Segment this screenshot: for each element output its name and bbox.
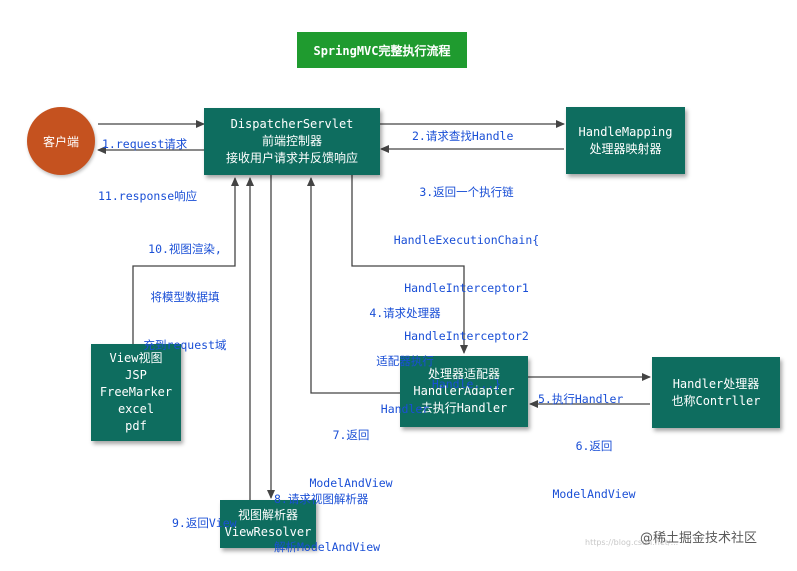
view-line-4: excel xyxy=(117,402,155,416)
handler-mapping-box: HandleMapping 处理器映射器 xyxy=(566,107,685,174)
dispatcher-servlet-box: DispatcherServlet 前端控制器 接收用户请求并反馈响应 xyxy=(204,108,380,175)
step-2-label: 2.请求查找Handle xyxy=(412,129,514,143)
diagram-title: SpringMVC完整执行流程 xyxy=(297,32,467,68)
arrow-7 xyxy=(307,177,400,394)
handler-box: Handler处理器 也称Contrller xyxy=(652,357,780,428)
step-4-label: 4.请求处理器 适配器执行 Handler xyxy=(369,306,441,416)
client-node: 客户端 xyxy=(27,107,95,175)
handler-adapter-box: 处理器适配器 HandlerAdapter 去执行Handler xyxy=(400,356,528,427)
step-9-label: 9.返回View xyxy=(172,516,237,530)
step-10-label: 10.视图渲染, 将模型数据填 充到request域 xyxy=(143,242,227,352)
view-resolver-box: 视图解析器 ViewResolver xyxy=(220,500,316,548)
dispatcher-line-3: 接收用户请求并反馈响应 xyxy=(225,151,358,165)
handler-line-2: 也称Contrller xyxy=(671,393,761,408)
view-box: View视图 JSP FreeMarker excel pdf xyxy=(91,344,181,441)
view-resolver-line-2: ViewResolver xyxy=(224,525,312,539)
step-5-label: 5.执行Handler xyxy=(538,392,624,406)
handler-adapter-line-2: HandlerAdapter xyxy=(413,384,515,398)
handler-adapter-line-1: 处理器适配器 xyxy=(427,367,500,381)
arrow-10 xyxy=(132,177,239,344)
step-1-label: 1.request请求 xyxy=(102,137,188,151)
handler-adapter-line-3: 去执行Handler xyxy=(420,401,508,415)
watermark: @稀土掘金技术社区 xyxy=(640,531,758,546)
handler-line-1: Handler处理器 xyxy=(672,376,760,391)
step-11-label: 11.response响应 xyxy=(98,189,198,203)
dispatcher-line-2: 前端控制器 xyxy=(261,134,322,148)
step-8-label: 8.请求视图解析器 解析ModelAndView xyxy=(274,492,381,554)
watermark-faint: https://blog.csdn.net/... xyxy=(585,538,679,547)
flow-arrows xyxy=(97,120,651,500)
dispatcher-line-1: DispatcherServlet xyxy=(230,117,354,131)
step-7-label: 7.返回 ModelAndView xyxy=(309,428,393,490)
step-3-label: 3.返回一个执行链 HandleExecutionChain{ HandleIn… xyxy=(393,185,540,391)
view-line-2: JSP xyxy=(125,368,147,382)
step-6-label: 6.返回 ModelAndView xyxy=(552,439,636,501)
view-line-3: FreeMarker xyxy=(99,385,173,399)
handler-mapping-line-1: HandleMapping xyxy=(578,124,673,139)
view-line-5: pdf xyxy=(125,419,147,433)
view-resolver-line-1: 视图解析器 xyxy=(237,508,298,522)
handler-mapping-line-2: 处理器映射器 xyxy=(589,141,662,156)
arrow-4 xyxy=(351,175,468,354)
view-line-1: View视图 xyxy=(109,351,163,365)
